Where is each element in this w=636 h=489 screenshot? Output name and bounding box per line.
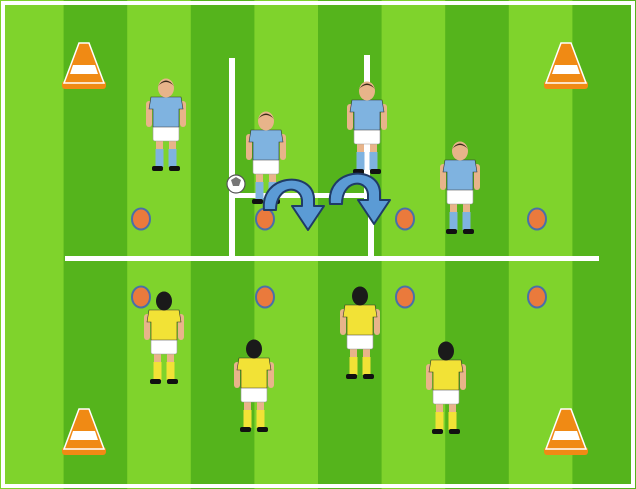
marker-disc-icon: [528, 287, 546, 308]
marker-disc-icon: [396, 209, 414, 230]
marker-disc-icon: [132, 287, 150, 308]
field-lines: [65, 256, 599, 261]
marker-disc-icon: [256, 287, 274, 308]
pitch-stripe: [127, 0, 191, 489]
marker-disc-icon: [132, 209, 150, 230]
halfway-line: [65, 256, 599, 261]
marker-disc-icon: [396, 287, 414, 308]
goalpost-left: [229, 58, 235, 258]
marker-disc-icon: [528, 209, 546, 230]
ball-icon: [227, 175, 245, 193]
pitch-stripe: [0, 0, 64, 489]
marker-disc-icon: [256, 209, 274, 230]
